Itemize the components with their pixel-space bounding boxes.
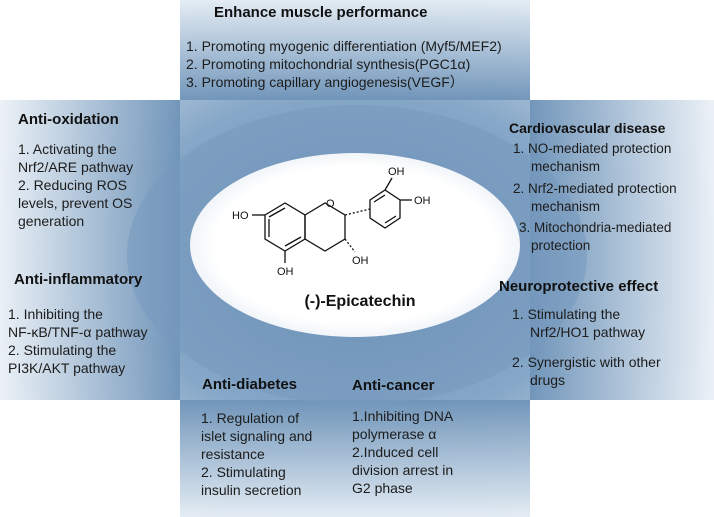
panel-inflammatory-items: 1. Inhibiting the NF-κB/TNF-α pathway 2.…	[8, 305, 148, 377]
panel-cardio-items: 1. NO-mediated protection mechanism 2. N…	[513, 140, 677, 255]
cancer-item-4: division arrest in	[352, 462, 454, 478]
cancer-item-5: G2 phase	[352, 480, 413, 496]
compound-name: (-)-Epicatechin	[304, 293, 416, 310]
oh-ring-label: OH	[352, 255, 369, 267]
diabetes-item-2: islet signaling and	[201, 428, 313, 444]
cardio-item-1: 1. NO-mediated protection	[513, 141, 672, 156]
neuro-item-3: 2. Synergistic with other	[512, 354, 661, 370]
diabetes-item-5: insulin secretion	[201, 482, 302, 498]
cancer-item-2: polymerase α	[352, 426, 437, 442]
panel-oxidation: Anti-oxidation 1. Activating the Nrf2/AR…	[18, 111, 133, 230]
panel-inflammatory: Anti-inflammatory	[14, 271, 142, 288]
panel-neuro-title: Neuroprotective effect	[499, 278, 659, 295]
panel-cancer-title: Anti-cancer	[352, 377, 435, 394]
ring-oxygen: O	[326, 198, 335, 210]
panel-muscle-items: 1. Promoting myogenic differentiation (M…	[186, 37, 502, 91]
panel-diabetes-items: 1. Regulation of islet signaling and res…	[201, 409, 312, 499]
oxidation-item-2: Nrf2/ARE pathway	[18, 159, 134, 175]
panel-cancer: Anti-cancer	[352, 377, 435, 394]
ho-left-label: HO	[232, 210, 249, 222]
oxidation-item-3: 2. Reducing ROS	[18, 177, 127, 193]
oxidation-item-4: levels, prevent OS	[18, 195, 133, 211]
panel-muscle-title: Enhance muscle performance	[214, 4, 428, 21]
panel-neuro-items: 1. Stimulating the Nrf2/HO1 pathway 2. S…	[512, 305, 661, 389]
epicatechin-structure: O OH OH HO OH OH	[232, 166, 431, 278]
inflammatory-item-2: NF-κB/TNF-α pathway	[8, 324, 148, 340]
cardio-item-5: 3. Mitochondria-mediated	[519, 220, 672, 235]
bottom-arm	[180, 400, 530, 517]
cardio-item-3: 2. Nrf2-mediated protection	[513, 181, 677, 196]
cardio-item-4: mechanism	[531, 199, 601, 214]
inflammatory-item-1: 1. Inhibiting the	[8, 306, 103, 322]
cardio-item-6: protection	[531, 238, 591, 253]
panel-cardio-title: Cardiovascular disease	[509, 120, 666, 136]
diabetes-item-3: resistance	[201, 446, 265, 462]
cancer-item-1: 1.Inhibiting DNA	[352, 408, 454, 424]
panel-inflammatory-title: Anti-inflammatory	[14, 271, 143, 288]
panel-neuro: Neuroprotective effect	[499, 278, 658, 295]
muscle-item-2: 2. Promoting mitochondrial synthesis(PGC…	[186, 56, 471, 72]
oxidation-item-1: 1. Activating the	[18, 141, 117, 157]
panel-diabetes-title: Anti-diabetes	[202, 376, 298, 393]
inflammatory-item-3: 2. Stimulating the	[8, 342, 117, 358]
diabetes-item-1: 1. Regulation of	[201, 410, 300, 426]
center-ellipse	[190, 153, 520, 337]
oh-bottom-label: OH	[277, 266, 294, 278]
panel-muscle: Enhance muscle performance	[214, 4, 427, 21]
cardio-item-2: mechanism	[531, 159, 601, 174]
inflammatory-item-4: PI3K/AKT pathway	[8, 360, 126, 376]
neuro-item-2: Nrf2/HO1 pathway	[530, 324, 646, 340]
oxidation-item-5: generation	[18, 213, 85, 229]
panel-cardio: Cardiovascular disease	[509, 120, 665, 136]
neuro-item-1: 1. Stimulating the	[512, 306, 621, 322]
oh-right-label: OH	[414, 195, 431, 207]
diabetes-item-4: 2. Stimulating	[201, 464, 286, 480]
panel-cancer-items: 1.Inhibiting DNA polymerase α 2.Induced …	[352, 407, 453, 497]
panel-oxidation-title: Anti-oxidation	[18, 111, 119, 128]
panel-diabetes: Anti-diabetes	[202, 376, 297, 393]
neuro-item-4: drugs	[530, 372, 566, 388]
oh-top-label: OH	[388, 166, 405, 178]
muscle-item-1: 1. Promoting myogenic differentiation (M…	[186, 38, 502, 54]
cancer-item-3: 2.Induced cell	[352, 444, 439, 460]
top-arm	[180, 0, 530, 100]
muscle-item-3: 3. Promoting capillary angiogenesis(VEGF…	[186, 74, 464, 90]
